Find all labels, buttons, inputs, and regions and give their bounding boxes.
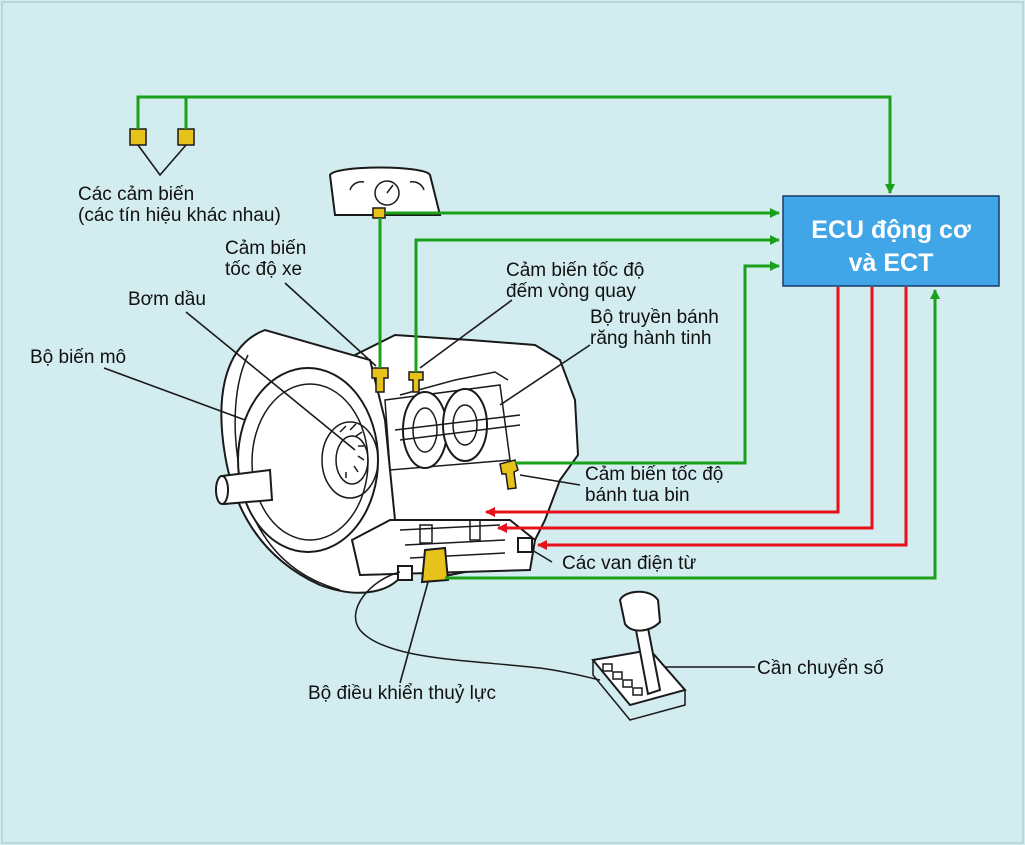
sensor-box-1 [129, 128, 147, 146]
label-counter-speed-1: Cảm biến tốc độ [506, 260, 644, 281]
transmission-housing [215, 328, 601, 681]
ecu-box: ECU động cơ và ECT [782, 195, 1000, 287]
label-counter-speed-2: đếm vòng quay [506, 281, 636, 302]
leader-lines [103, 282, 755, 684]
label-vehicle-speed-2: tốc độ xe [225, 259, 302, 280]
sensors-bracket [137, 144, 187, 177]
sensor-box-2 [177, 128, 195, 146]
label-hydraulic-control: Bộ điều khiển thuỷ lực [308, 683, 496, 704]
label-planetary-2: răng hành tinh [590, 328, 712, 349]
ecu-label-line2: và ECT [849, 249, 934, 277]
label-turbine-speed-2: bánh tua bin [585, 485, 690, 506]
label-solenoid-valves: Các van điện từ [562, 553, 696, 574]
shift-lever [591, 590, 687, 721]
instrument-cluster [328, 166, 442, 219]
counter-speed-sensor [408, 371, 424, 393]
label-sensors-1: Các cảm biến [78, 184, 194, 205]
label-turbine-speed-1: Cảm biến tốc độ [585, 464, 723, 485]
ecu-label-line1: ECU động cơ [811, 216, 971, 244]
label-oil-pump: Bơm dầu [128, 289, 206, 310]
label-torque-converter: Bộ biến mô [30, 347, 126, 368]
label-vehicle-speed-1: Cảm biến [225, 238, 306, 259]
solenoid-valve [420, 546, 450, 584]
label-planetary-1: Bộ truyền bánh [590, 307, 719, 328]
input-signal-lines [136, 95, 940, 580]
vehicle-speed-sensor [371, 367, 389, 393]
label-shift-lever: Cần chuyển số [757, 658, 884, 679]
label-sensors-2: (các tín hiệu khác nhau) [78, 205, 281, 226]
output-signal-lines [485, 287, 908, 550]
